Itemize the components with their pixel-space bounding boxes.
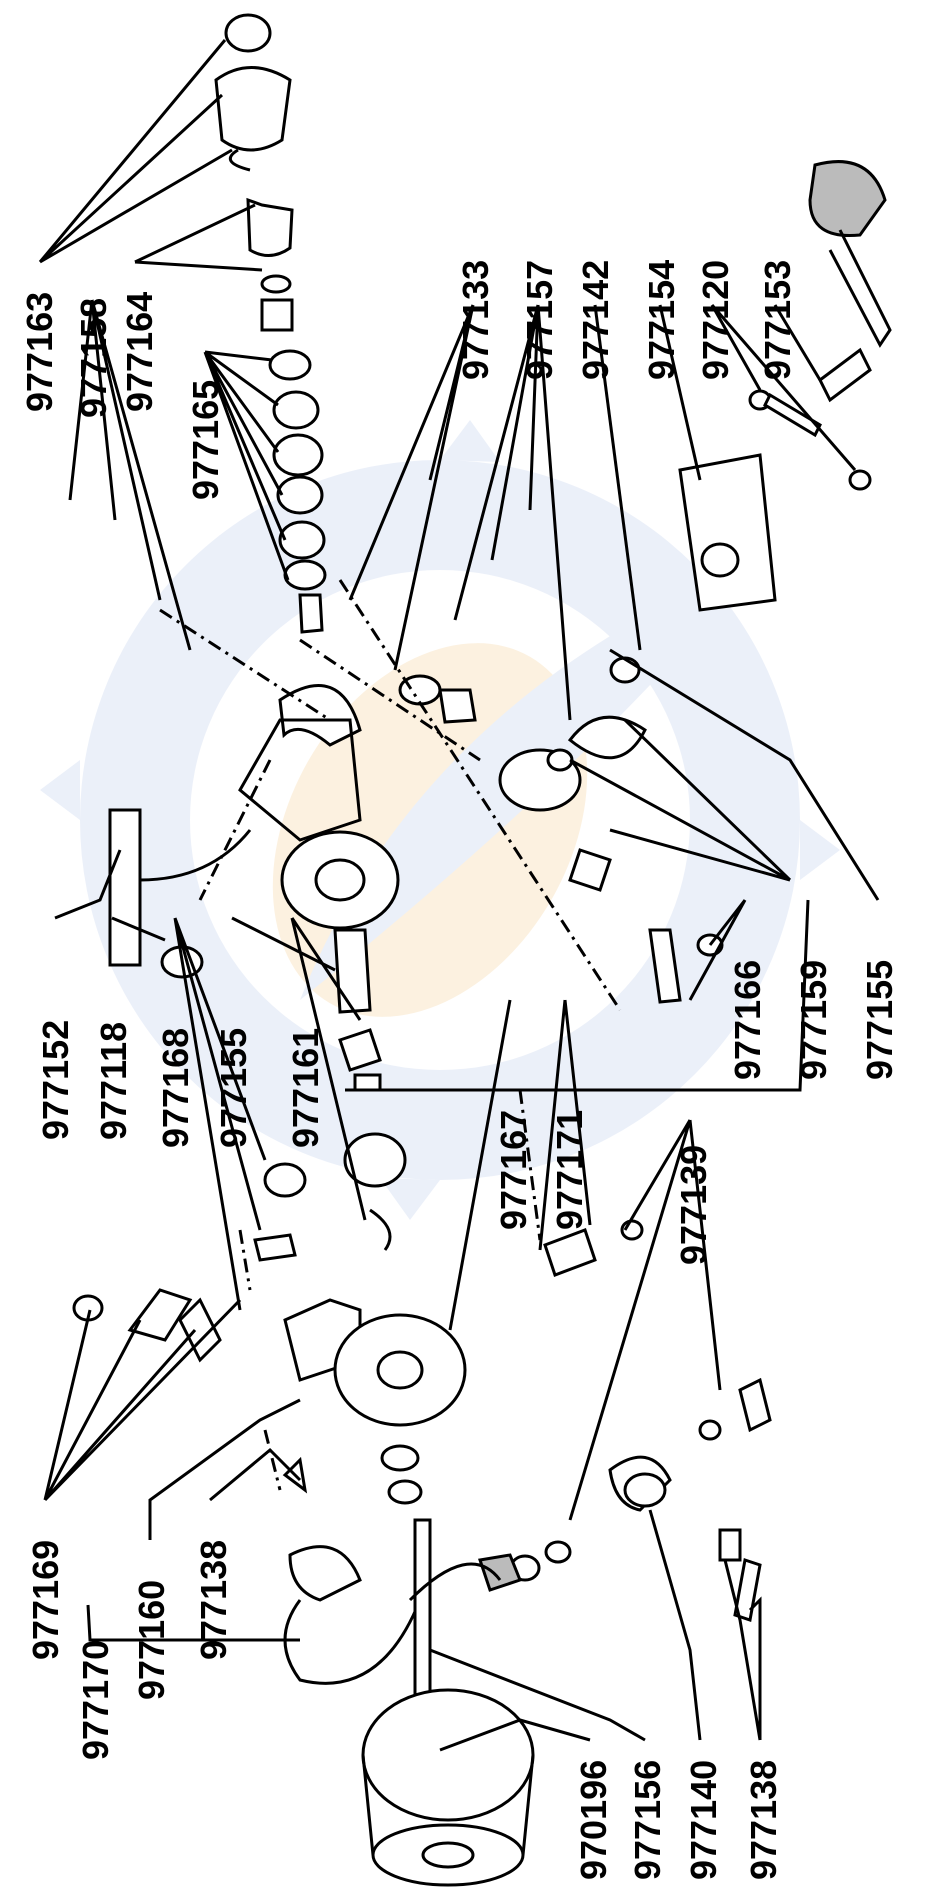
label-977168: 977168 (155, 1028, 196, 1148)
label-977139: 977139 (673, 1145, 714, 1265)
label-970196: 970196 (573, 1760, 614, 1880)
label-977161: 977161 (285, 1028, 326, 1148)
label-977159: 977159 (793, 960, 834, 1080)
label-977142: 977142 (575, 260, 616, 380)
label-977166: 977166 (727, 960, 768, 1080)
label-977133: 977133 (455, 260, 496, 380)
part-labels: 977163 977158 977164 977165 977133 97715… (19, 260, 900, 1880)
label-977157: 977157 (519, 260, 560, 380)
label-977171: 977171 (549, 1110, 590, 1230)
label-977163: 977163 (19, 292, 60, 412)
leader-lines (38, 39, 880, 1752)
label-977138-left: 977138 (193, 1540, 234, 1660)
label-977152: 977152 (35, 1020, 76, 1140)
label-977164: 977164 (119, 292, 160, 412)
label-977155-right: 977155 (859, 960, 900, 1080)
label-977118: 977118 (93, 1022, 134, 1140)
parts (72, 13, 892, 1887)
label-977153: 977153 (757, 260, 798, 380)
label-977165: 977165 (185, 380, 226, 500)
label-977170: 977170 (75, 1640, 116, 1760)
label-977158: 977158 (73, 298, 114, 418)
label-977138-right: 977138 (743, 1760, 784, 1880)
label-977160: 977160 (131, 1580, 172, 1700)
label-977167: 977167 (493, 1110, 534, 1230)
label-977140: 977140 (683, 1760, 724, 1880)
label-977156: 977156 (627, 1760, 668, 1880)
label-977169: 977169 (25, 1540, 66, 1660)
label-977120: 977120 (695, 260, 736, 380)
label-977155-left: 977155 (213, 1028, 254, 1148)
label-977154: 977154 (641, 260, 682, 380)
